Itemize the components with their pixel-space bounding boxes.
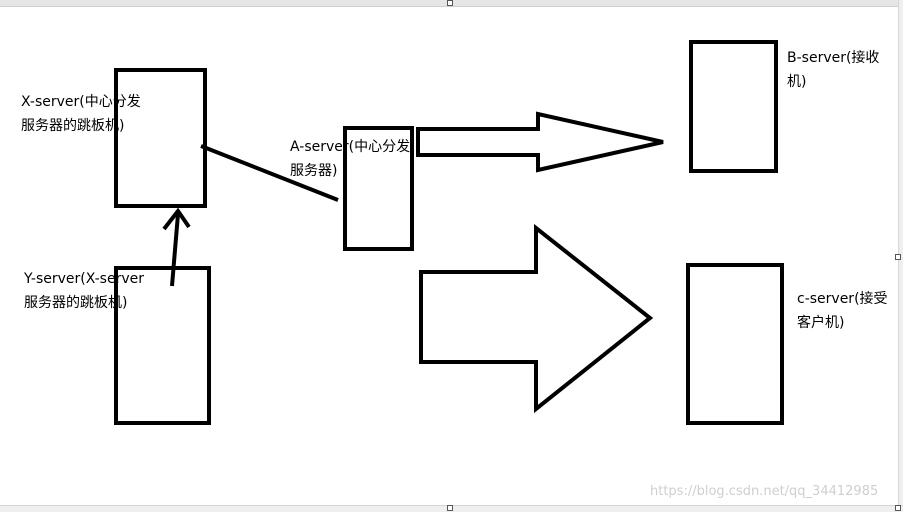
c-server-label: c-server(接受 客户机) xyxy=(797,291,888,331)
x-to-a-connector-line xyxy=(200,144,339,202)
resize-handle-right[interactable] xyxy=(895,254,901,260)
y-server-label: Y-server(X-server 服务器的跳板机) xyxy=(24,271,144,311)
x-server-label: X-server(中心分发 服务器的跳板机) xyxy=(21,94,141,134)
arrow-to-c-server xyxy=(419,223,654,414)
a-server-label: A-server(中心分发 服务器) xyxy=(290,139,411,179)
c-server-box xyxy=(686,263,784,425)
resize-handle-corner[interactable] xyxy=(895,505,901,511)
watermark-text: https://blog.csdn.net/qq_34412985 xyxy=(650,484,879,499)
y-server-box xyxy=(114,266,211,425)
b-server-label: B-server(接收 机) xyxy=(787,50,880,90)
b-server-box xyxy=(689,40,778,173)
arrow-to-b-server xyxy=(416,111,664,173)
x-server-box xyxy=(114,68,207,208)
y-to-x-arrow-shaft xyxy=(170,213,180,287)
resize-handle-bottom[interactable] xyxy=(447,505,453,511)
a-server-box xyxy=(343,126,414,251)
resize-handle-top[interactable] xyxy=(447,0,453,6)
y-to-x-arrow-head xyxy=(162,207,191,231)
